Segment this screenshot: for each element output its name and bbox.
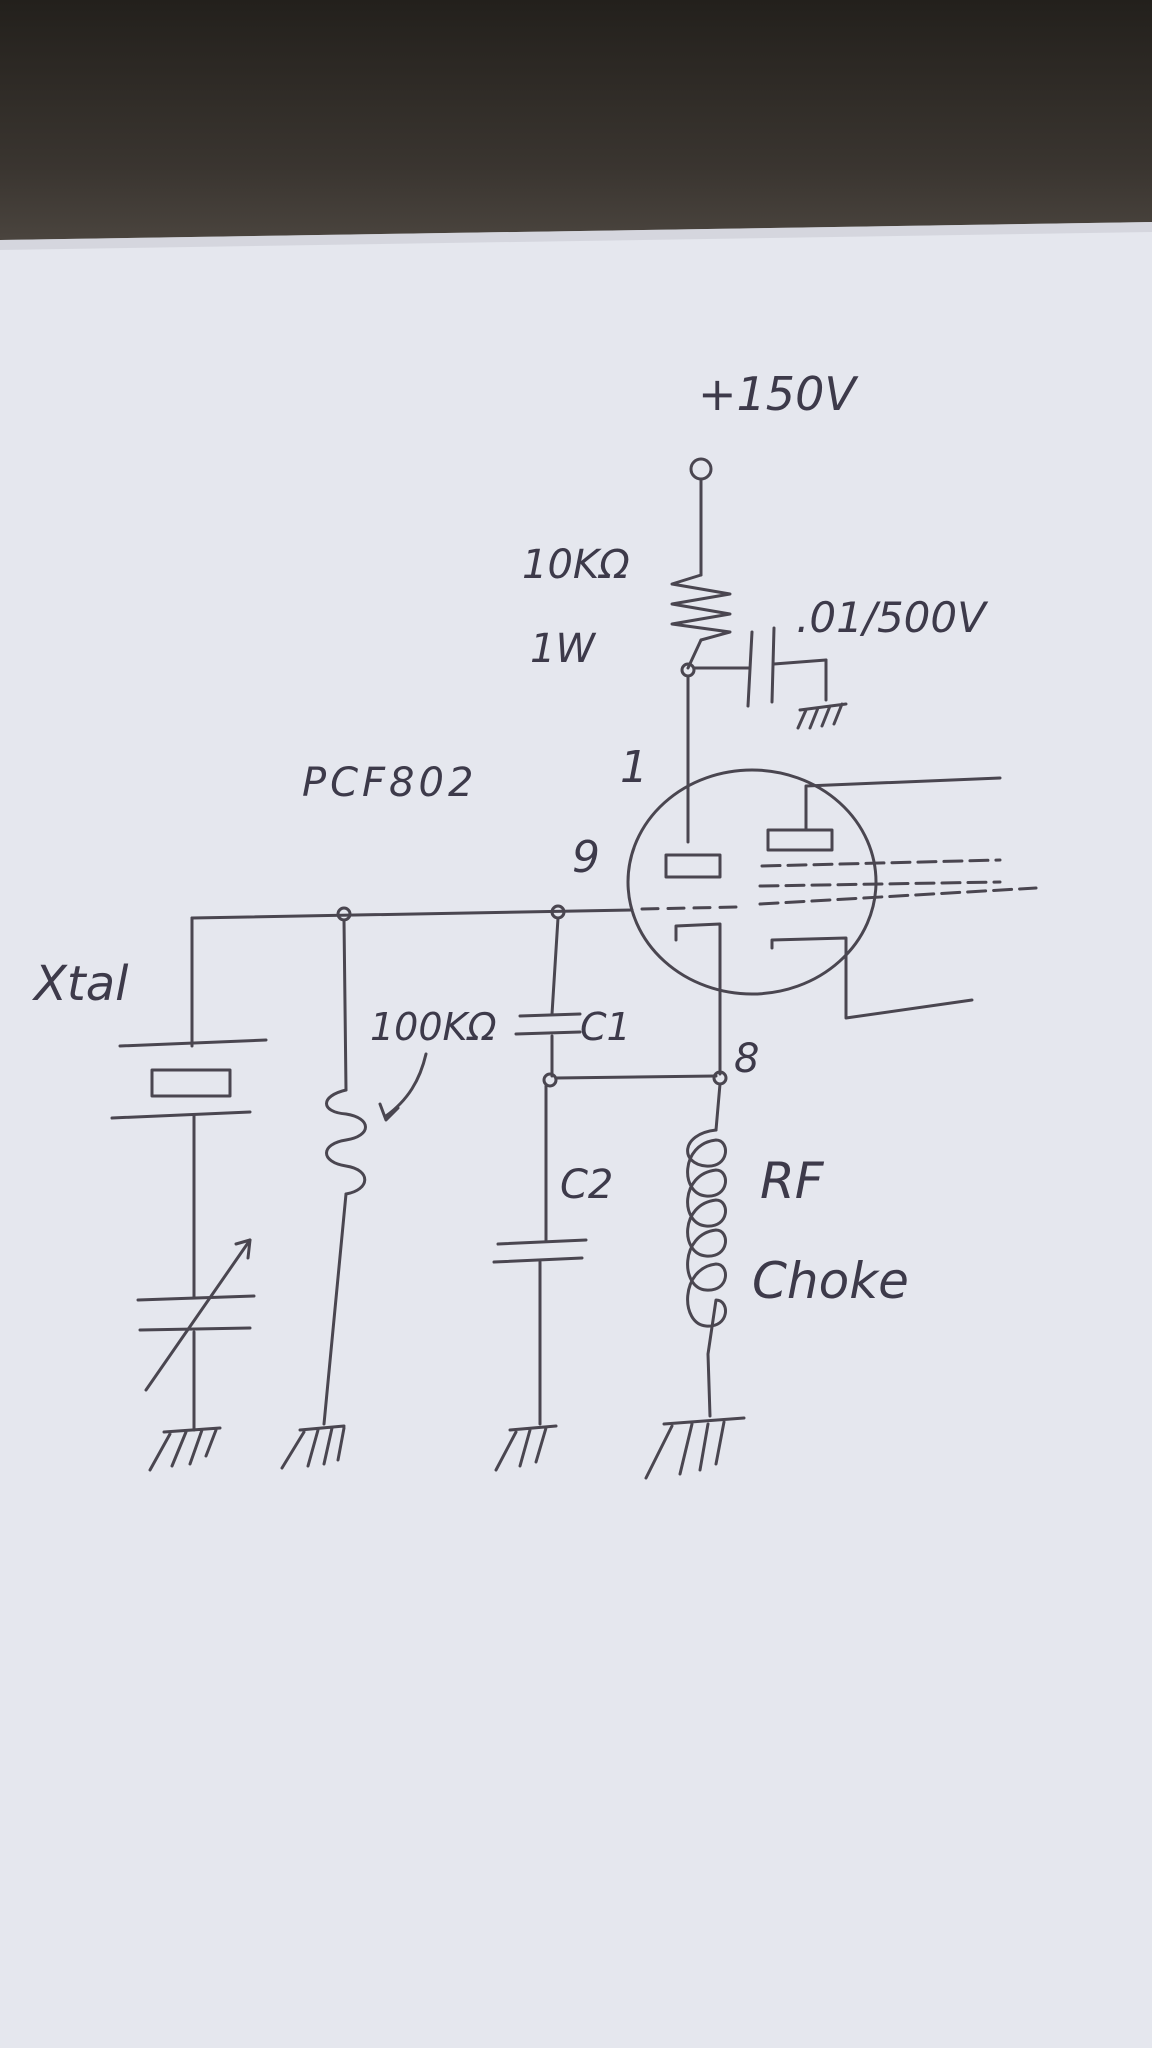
feedback-node: [542, 1072, 558, 1088]
c2-plate-bottom: [492, 1256, 584, 1264]
choke-label-rf: RF: [760, 1152, 825, 1210]
bypass-cap-plate-a: [746, 630, 754, 708]
rf-choke: [686, 1128, 727, 1418]
trimmer-plate-bottom: [138, 1326, 252, 1332]
triode-cathode: [674, 922, 722, 988]
trimmer-arrow: [144, 1238, 252, 1392]
supply-label: +150V: [698, 367, 859, 421]
pin-8-label: 8: [734, 1036, 759, 1082]
crystal-label: Xtal: [31, 956, 129, 1012]
paper-shadow: [0, 222, 1152, 250]
ground-icon: [494, 1424, 558, 1472]
tube-label: PCF802: [302, 760, 477, 806]
pentode-cathode: [770, 936, 974, 1020]
ground-icon: [148, 1426, 222, 1472]
c1-label: C1: [580, 1005, 631, 1049]
resistor-power: 1W: [530, 626, 596, 672]
pin-1-label: 1: [620, 742, 648, 793]
ground-icon: [280, 1424, 346, 1470]
c1-plate-bottom: [514, 1030, 582, 1036]
ground-icon: [644, 1416, 746, 1480]
grid-resistor: [325, 1088, 367, 1196]
c2-label: C2: [560, 1162, 613, 1208]
table-background: [0, 0, 1152, 240]
pentode-grid-3: [758, 886, 1038, 906]
triode-grid: [640, 905, 740, 911]
crystal-element: [150, 1068, 232, 1098]
resistor-value: 10KΩ: [522, 542, 630, 588]
ground-icon: [796, 702, 848, 730]
crystal-plate-bottom: [110, 1110, 252, 1120]
plate-resistor: [670, 573, 732, 642]
grid-resistor-pointer: [384, 1052, 428, 1118]
pin-9-label: 9: [572, 832, 600, 883]
pentode-grid-2: [758, 880, 1002, 888]
c2-plate-top: [496, 1238, 588, 1246]
crystal-plate-top: [118, 1038, 268, 1048]
pentode-grid-1: [760, 858, 1002, 868]
capacitor-label: .01/500V: [796, 593, 989, 642]
c1-plate-top: [518, 1012, 582, 1018]
grid-resistor-label: 100KΩ: [370, 1005, 497, 1049]
triode-plate: [664, 853, 722, 879]
trimmer-plate-top: [136, 1294, 256, 1302]
paper: [0, 222, 1152, 2048]
choke-label-choke: Choke: [752, 1252, 909, 1310]
tube-envelope: [626, 768, 878, 996]
pentode-plate: [766, 828, 834, 852]
